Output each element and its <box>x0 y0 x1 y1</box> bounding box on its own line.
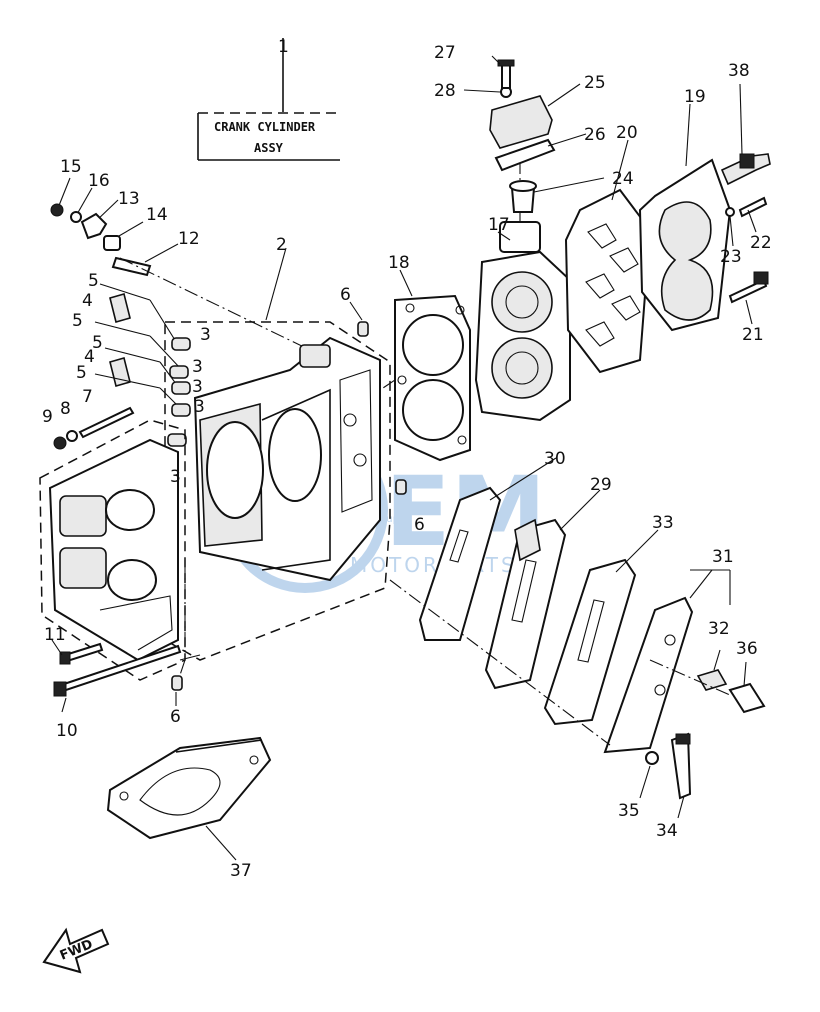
head-cover <box>638 103 732 332</box>
crankcase-front <box>39 419 201 691</box>
assembly-label-box: CRANK CYLINDER ASSY <box>197 38 340 161</box>
part-number-23: 23 <box>720 247 742 267</box>
part-number-26: 26 <box>584 125 606 145</box>
anode-parts <box>649 649 766 714</box>
part-number-38: 38 <box>728 61 750 81</box>
part-number-15: 15 <box>60 157 82 177</box>
part-number-31: 31 <box>712 547 734 567</box>
cover-bolts <box>639 732 692 819</box>
part-number-3: 3 <box>200 325 211 345</box>
part-number-labels: 1 2 3 3 3 3 3 4 4 5 5 5 5 6 6 6 7 8 9 10… <box>42 37 772 881</box>
part-number-30: 30 <box>544 449 566 469</box>
left-clips-and-bolts <box>53 283 191 450</box>
part-number-5: 5 <box>72 311 83 331</box>
part-number-9: 9 <box>42 407 53 427</box>
part-number-29: 29 <box>590 475 612 495</box>
part-number-8: 8 <box>60 399 71 419</box>
upper-left-fasteners <box>50 177 311 351</box>
part-number-10: 10 <box>56 721 78 741</box>
part-number-3: 3 <box>170 467 181 487</box>
part-number-4: 4 <box>82 291 93 311</box>
temp-switch-and-bolts <box>720 83 771 325</box>
part-number-20: 20 <box>616 123 638 143</box>
part-number-14: 14 <box>146 205 168 225</box>
assembly-title-line1: CRANK CYLINDER <box>214 120 316 134</box>
part-number-34: 34 <box>656 821 678 841</box>
cylinder-head-gasket <box>379 269 471 462</box>
part-number-2: 2 <box>276 235 287 255</box>
part-number-17: 17 <box>488 215 510 235</box>
bottom-left-bolts <box>51 639 182 713</box>
part-number-12: 12 <box>178 229 200 249</box>
part-number-35: 35 <box>618 801 640 821</box>
watermark-sub-text: MOTORPARTS <box>350 553 517 577</box>
base-gasket <box>106 736 272 861</box>
forward-arrow: FWD <box>42 927 110 974</box>
part-number-28: 28 <box>434 81 456 101</box>
assembly-title-line2: ASSY <box>254 141 284 155</box>
part-number-22: 22 <box>750 233 772 253</box>
part-number-21: 21 <box>742 325 764 345</box>
part-number-7: 7 <box>82 387 93 407</box>
part-number-3: 3 <box>192 377 203 397</box>
part-number-24: 24 <box>612 169 634 189</box>
part-number-5: 5 <box>76 363 87 383</box>
part-number-19: 19 <box>684 87 706 107</box>
part-number-27: 27 <box>434 43 456 63</box>
part-number-11: 11 <box>44 625 66 645</box>
part-number-32: 32 <box>708 619 730 639</box>
part-number-6: 6 <box>170 707 181 727</box>
part-number-6: 6 <box>414 515 425 535</box>
dowel-pins <box>171 301 407 706</box>
part-number-37: 37 <box>230 861 252 881</box>
part-number-3: 3 <box>192 357 203 377</box>
part-number-18: 18 <box>388 253 410 273</box>
part-number-3: 3 <box>194 397 205 417</box>
part-number-5: 5 <box>88 271 99 291</box>
part-number-33: 33 <box>652 513 674 533</box>
cylinder-block <box>164 247 391 661</box>
head-cover-gasket <box>564 139 652 374</box>
part-number-5: 5 <box>92 333 103 353</box>
part-number-36: 36 <box>736 639 758 659</box>
part-number-13: 13 <box>118 189 140 209</box>
part-number-6: 6 <box>340 285 351 305</box>
part-number-4: 4 <box>84 347 95 367</box>
part-number-25: 25 <box>584 73 606 93</box>
cylinder-head <box>474 150 571 422</box>
exhaust-plates <box>389 457 731 754</box>
thermostat-assembly <box>463 55 605 213</box>
part-number-1: 1 <box>278 37 289 57</box>
part-number-16: 16 <box>88 171 110 191</box>
